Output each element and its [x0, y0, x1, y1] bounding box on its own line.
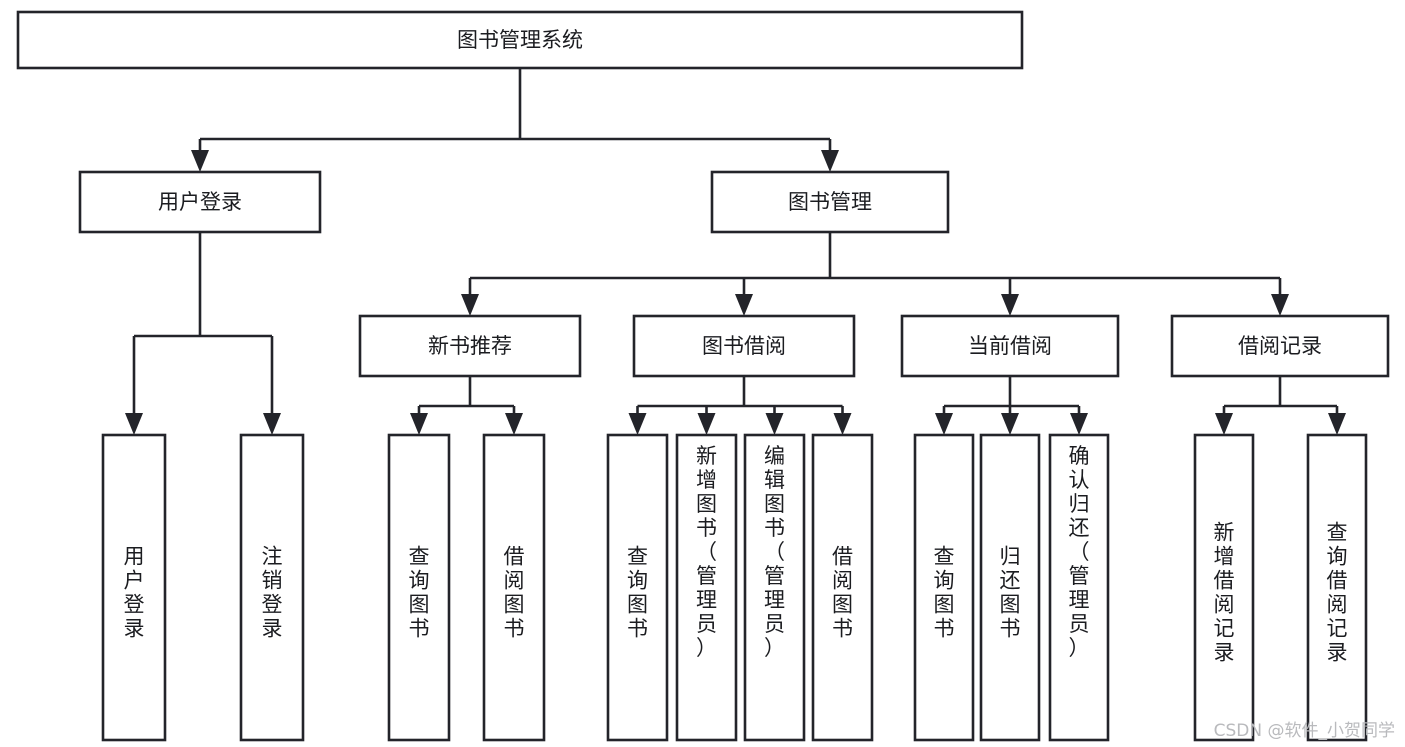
- node-label: 图书管理: [788, 190, 872, 214]
- node-label-vertical: 编辑图书（管理员）: [764, 444, 785, 660]
- arrow-head-icon: [1001, 294, 1019, 316]
- arrow-head-icon: [765, 413, 784, 435]
- node-box: [632, 314, 856, 378]
- node-book-manage[interactable]: 图书管理: [710, 170, 950, 234]
- node-box: [101, 433, 167, 742]
- arrow-head-icon: [1001, 413, 1019, 435]
- arrow-head-icon: [1328, 413, 1346, 435]
- node-new-book-recommend[interactable]: 新书推荐: [358, 314, 582, 378]
- node-label: 当前借阅: [968, 334, 1052, 358]
- arrow-head-icon: [461, 294, 479, 316]
- node-label: 新书推荐: [428, 334, 512, 358]
- node-label-vertical: 确认归还（管理员）: [1069, 444, 1090, 660]
- node-box: [979, 433, 1041, 742]
- node-box: [1306, 433, 1368, 742]
- node-box: [358, 314, 582, 378]
- node-box: [913, 433, 975, 742]
- nodes-layer: 图书管理系统用户登录图书管理新书推荐图书借阅当前借阅借阅记录用户登录注销登录查询…: [16, 10, 1390, 742]
- node-box: [1170, 314, 1390, 378]
- node-leaf-query-record[interactable]: 查询借阅记录: [1306, 433, 1368, 742]
- node-box: [743, 433, 806, 742]
- arrow-head-icon: [125, 413, 143, 435]
- node-label-vertical: 新增借阅记录: [1214, 521, 1235, 665]
- node-box: [387, 433, 451, 742]
- node-box: [606, 433, 669, 742]
- node-label-vertical: 新增图书（管理员）: [696, 444, 717, 660]
- arrow-head-icon: [1215, 413, 1233, 435]
- node-label-vertical: 注销登录: [262, 545, 283, 641]
- node-label-vertical: 用户登录: [124, 545, 145, 641]
- node-label-vertical: 查询借阅记录: [1327, 521, 1348, 665]
- node-box: [1048, 433, 1110, 742]
- node-label-vertical: 查询图书: [409, 545, 430, 641]
- node-box: [78, 170, 322, 234]
- node-box: [710, 170, 950, 234]
- node-box: [482, 433, 546, 742]
- node-leaf-add-record[interactable]: 新增借阅记录: [1193, 433, 1255, 742]
- node-user-login[interactable]: 用户登录: [78, 170, 322, 234]
- node-label-vertical: 借阅图书: [504, 545, 525, 641]
- connectors-layer: [125, 68, 1346, 435]
- arrow-head-icon: [935, 413, 953, 435]
- node-label-vertical: 借阅图书: [832, 545, 853, 641]
- node-leaf-add-book[interactable]: 新增图书（管理员）: [675, 433, 738, 742]
- node-leaf-edit-book[interactable]: 编辑图书（管理员）: [743, 433, 806, 742]
- node-box: [811, 433, 874, 742]
- node-label: 借阅记录: [1238, 334, 1322, 358]
- node-label: 用户登录: [158, 190, 242, 214]
- arrow-head-icon: [1271, 294, 1289, 316]
- node-label-vertical: 查询图书: [934, 545, 955, 641]
- node-leaf-logout[interactable]: 注销登录: [239, 433, 305, 742]
- node-label: 图书借阅: [702, 334, 786, 358]
- node-current-borrow[interactable]: 当前借阅: [900, 314, 1120, 378]
- node-label-vertical: 归还图书: [1000, 545, 1021, 641]
- node-book-borrow[interactable]: 图书借阅: [632, 314, 856, 378]
- arrow-head-icon: [821, 150, 839, 172]
- arrow-head-icon: [628, 413, 647, 435]
- node-leaf-borrow-book-2[interactable]: 借阅图书: [811, 433, 874, 742]
- node-box: [239, 433, 305, 742]
- arrow-head-icon: [833, 413, 852, 435]
- node-borrow-record[interactable]: 借阅记录: [1170, 314, 1390, 378]
- arrow-head-icon: [410, 413, 428, 435]
- node-leaf-borrow-book-1[interactable]: 借阅图书: [482, 433, 546, 742]
- arrow-head-icon: [1070, 413, 1088, 435]
- node-leaf-confirm-return[interactable]: 确认归还（管理员）: [1048, 433, 1110, 742]
- node-box: [900, 314, 1120, 378]
- arrow-head-icon: [697, 413, 716, 435]
- node-leaf-query-book-3[interactable]: 查询图书: [913, 433, 975, 742]
- node-leaf-return-book[interactable]: 归还图书: [979, 433, 1041, 742]
- node-box: [1193, 433, 1255, 742]
- node-leaf-user-login[interactable]: 用户登录: [101, 433, 167, 742]
- arrow-head-icon: [191, 150, 209, 172]
- node-box: [675, 433, 738, 742]
- node-label-vertical: 查询图书: [627, 545, 648, 641]
- arrow-head-icon: [735, 294, 753, 316]
- node-leaf-query-book-2[interactable]: 查询图书: [606, 433, 669, 742]
- node-root[interactable]: 图书管理系统: [16, 10, 1024, 70]
- node-leaf-query-book-1[interactable]: 查询图书: [387, 433, 451, 742]
- node-box: [16, 10, 1024, 70]
- arrow-head-icon: [263, 413, 281, 435]
- arrow-head-icon: [505, 413, 523, 435]
- node-label: 图书管理系统: [457, 28, 583, 52]
